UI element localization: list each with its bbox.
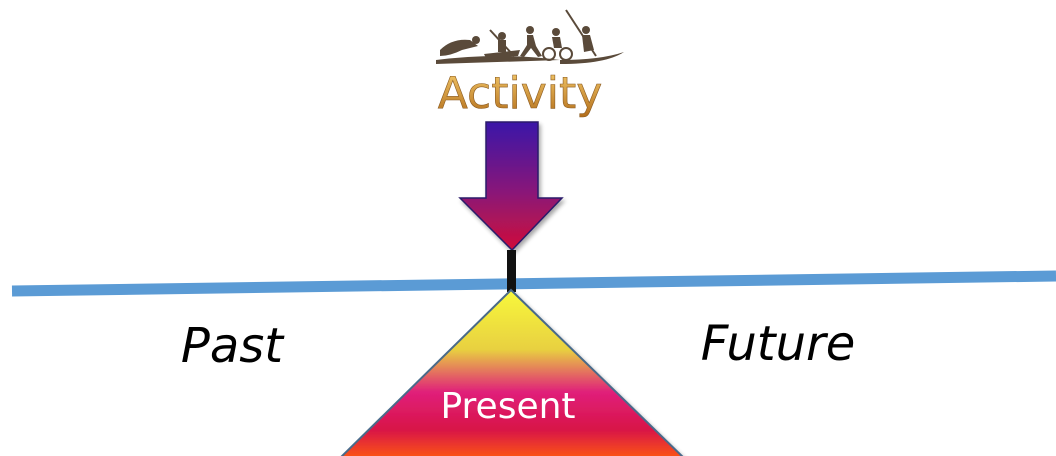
arrow-stem	[507, 250, 516, 292]
timeline-line	[11, 270, 1056, 297]
sports-silhouettes-icon	[436, 9, 624, 64]
activity-label: Activity	[438, 68, 603, 119]
present-triangle	[340, 288, 684, 456]
present-label: Present	[440, 386, 575, 427]
future-label: Future	[701, 316, 856, 372]
past-label: Past	[181, 318, 285, 374]
down-arrow-icon	[458, 121, 564, 252]
